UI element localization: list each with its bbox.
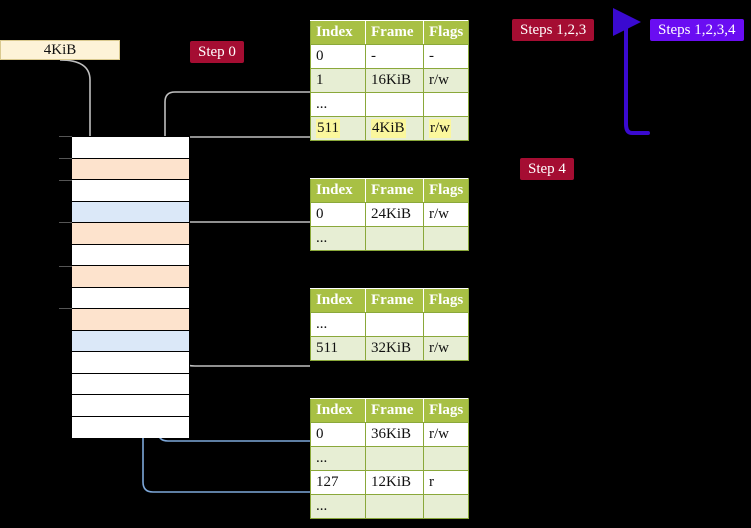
- badge-steps-1-2-3: Steps 1,2,3: [512, 19, 595, 41]
- cell-index: ...: [310, 446, 366, 471]
- memory-frame-row: [72, 158, 189, 180]
- cell-frame: [365, 92, 424, 117]
- memory-tick: [59, 180, 72, 181]
- column-header-flags: Flags: [422, 178, 470, 203]
- physical-memory-column: [71, 136, 190, 438]
- column-header-index: Index: [310, 288, 366, 313]
- highlighted-value: 511: [316, 119, 340, 138]
- column-header-flags: Flags: [422, 398, 470, 423]
- memory-frame-row: [72, 223, 189, 245]
- cell-flags: r/w: [422, 202, 470, 227]
- frame-size-label: 4KiB: [43, 42, 77, 58]
- cell-index: 1: [310, 68, 366, 93]
- cell-frame: [365, 446, 424, 471]
- memory-frame-row: [72, 180, 189, 202]
- highlighted-value: r/w: [429, 119, 451, 138]
- cell-frame: 24KiB: [365, 202, 424, 227]
- cell-flags: [422, 494, 470, 519]
- page-table-row: ...: [310, 312, 470, 337]
- badge-step-4: Step 4: [520, 158, 574, 180]
- cell-flags: [422, 92, 470, 117]
- column-header-index: Index: [310, 178, 366, 203]
- wire-t0r511-to-mem: [175, 136, 310, 157]
- page-table-row: ...: [310, 226, 470, 251]
- cell-frame: [365, 226, 424, 251]
- cell-index: 0: [310, 202, 366, 227]
- memory-frame-row: [72, 395, 189, 417]
- memory-tick: [59, 136, 72, 137]
- column-header-flags: Flags: [422, 20, 470, 45]
- page-table-row: ...: [310, 494, 470, 519]
- cell-frame: 16KiB: [365, 68, 424, 93]
- cell-frame: 12KiB: [365, 470, 424, 495]
- wire-t1r0-to-mem: [175, 221, 310, 264]
- cell-flags: r/w: [422, 68, 470, 93]
- page-table-row: 511 4KiB r/w: [310, 116, 470, 141]
- cell-flags: -: [422, 44, 470, 69]
- memory-frame-row: [72, 416, 189, 438]
- cell-index: ...: [310, 494, 366, 519]
- cell-flags: [422, 226, 470, 251]
- cell-frame: [365, 494, 424, 519]
- cell-index: ...: [310, 92, 366, 117]
- cell-index: ...: [310, 226, 366, 251]
- memory-frame-row: [72, 330, 189, 352]
- memory-frame-row: [72, 244, 189, 266]
- column-header-index: Index: [310, 20, 366, 45]
- cell-index: ...: [310, 312, 366, 337]
- cell-frame: -: [365, 44, 424, 69]
- column-header-flags: Flags: [422, 288, 470, 313]
- column-header-index: Index: [310, 398, 366, 423]
- memory-tick: [59, 158, 72, 159]
- frame-size-box: 4KiB: [0, 40, 120, 60]
- memory-frame-row: [72, 137, 189, 159]
- cell-frame: 32KiB: [365, 336, 424, 361]
- cell-flags: [422, 446, 470, 471]
- memory-tick: [59, 222, 72, 223]
- column-header-frame: Frame: [365, 398, 424, 423]
- cell-frame: 36KiB: [365, 422, 424, 447]
- wire-steps-loop: [612, 8, 650, 135]
- page-table-row: ...: [310, 446, 470, 471]
- badge-step-0: Step 0: [190, 41, 244, 63]
- cell-flags: r: [422, 470, 470, 495]
- memory-frame-row: [72, 266, 189, 288]
- memory-frame-row: [72, 201, 189, 223]
- memory-tick: [59, 308, 72, 309]
- page-table-row: 0--: [310, 44, 470, 69]
- cell-flags: r/w: [422, 336, 470, 361]
- cell-index: 0: [310, 44, 366, 69]
- column-header-frame: Frame: [365, 288, 424, 313]
- wire-t2r511-to-mem: [175, 310, 310, 367]
- cell-index: 511: [310, 336, 366, 361]
- cell-frame: 4KiB: [365, 116, 424, 141]
- memory-frame-row: [72, 352, 189, 374]
- column-header-frame: Frame: [365, 20, 424, 45]
- memory-frame-row: [72, 373, 189, 395]
- cell-index: 0: [310, 422, 366, 447]
- page-table-row: ...: [310, 92, 470, 117]
- memory-tick: [59, 266, 72, 267]
- cell-frame: [365, 312, 424, 337]
- cell-index: 127: [310, 470, 366, 495]
- cell-flags: [422, 312, 470, 337]
- badge-steps-1-2-3-4: Steps 1,2,3,4: [650, 19, 744, 41]
- memory-frame-row: [72, 309, 189, 331]
- memory-frame-row: [72, 287, 189, 309]
- cell-flags: r/w: [422, 116, 470, 141]
- column-header-frame: Frame: [365, 178, 424, 203]
- cell-index: 511: [310, 116, 366, 141]
- cell-flags: r/w: [422, 422, 470, 447]
- highlighted-value: 4KiB: [371, 119, 406, 138]
